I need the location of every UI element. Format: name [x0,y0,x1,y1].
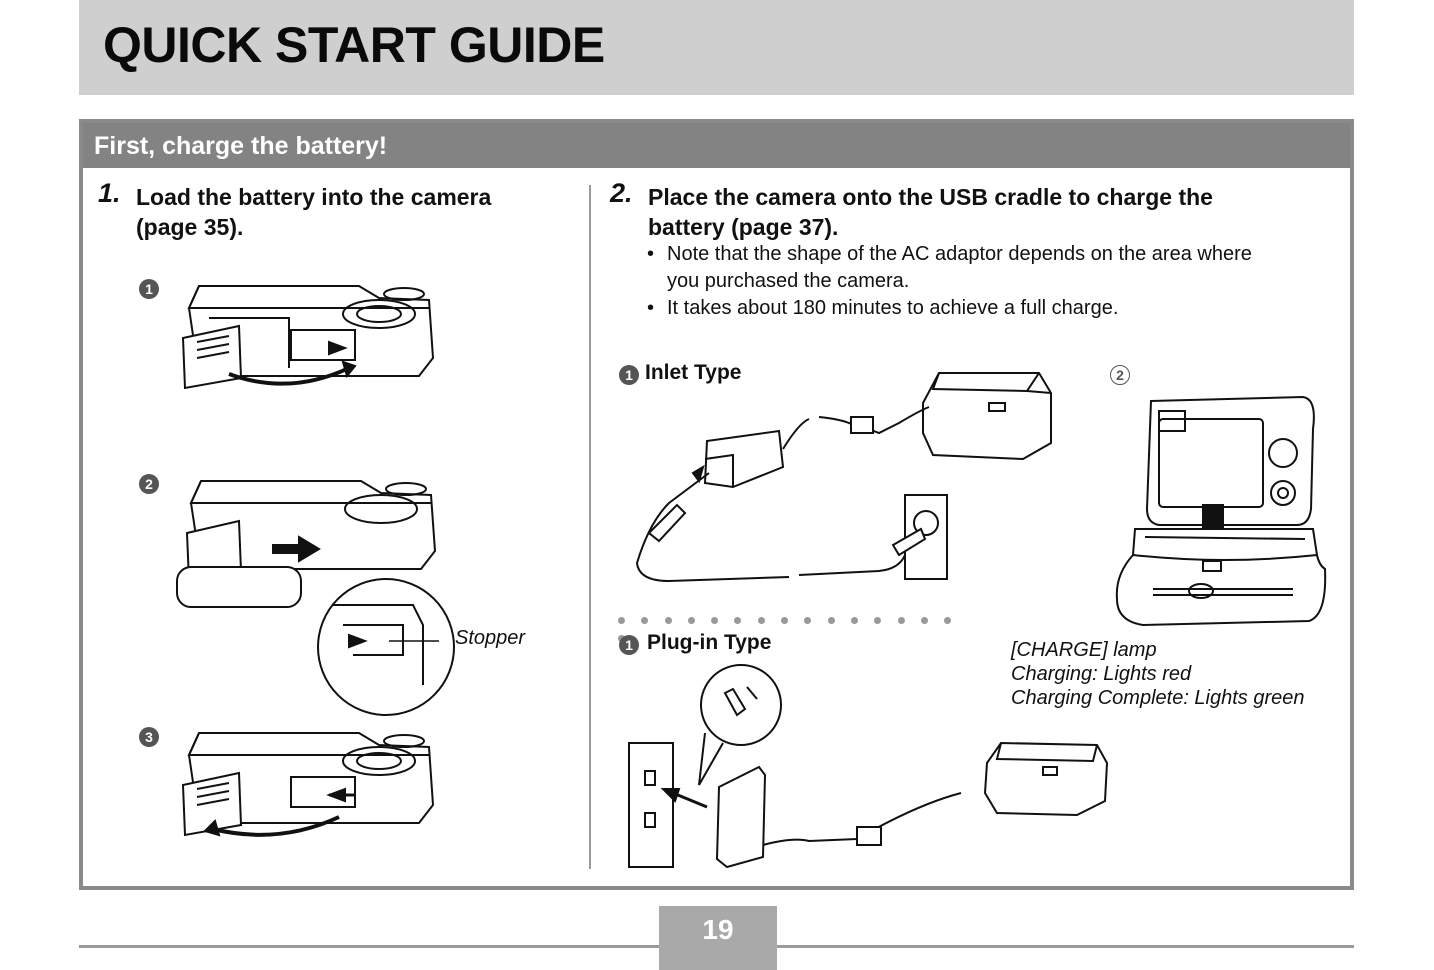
note-line-1: Note that the shape of the AC adaptor de… [667,243,1252,265]
note-continuation: you purchased the camera. [643,268,1343,295]
camera-insert-battery-illustration [176,480,455,716]
bullet-mark: • [647,297,655,319]
marker-step1-a: 1 [139,279,159,299]
step-2-line-2: battery (page 37). [648,214,839,240]
charge-lamp-line-3: Charging Complete: Lights green [1011,687,1305,709]
note-item: • It takes about 180 minutes to achieve … [643,295,1343,322]
note-item: • Note that the shape of the AC adaptor … [643,241,1343,268]
marker-step1-c: 3 [139,727,159,747]
stopper-label: Stopper [455,627,526,649]
inlet-type-label: Inlet Type [645,361,742,384]
section-header: First, charge the battery! [83,123,1350,168]
plugin-adaptor-illustration [628,664,1109,869]
step-1-line-2: (page 35). [136,214,244,240]
page-header: QUICK START GUIDE [79,0,1354,95]
step-1-heading: 1. Load the battery into the camera (pag… [98,178,578,252]
step-1-line-1: Load the battery into the camera [136,184,492,210]
marker-plugin: 1 [619,635,639,655]
bullet-mark: • [647,243,655,265]
marker-cradle: 2 [1110,365,1130,385]
inlet-adaptor-illustration [635,372,1052,583]
camera-cradle-illustration [1115,395,1327,627]
marker-step1-b: 2 [139,474,159,494]
camera-open-door-illustration [181,285,435,390]
charge-lamp-caption: [CHARGE] lamp Charging: Lights red Charg… [1011,638,1305,710]
step-1-number: 1. [98,178,121,208]
plugin-type-label: Plug-in Type [647,631,772,654]
marker-inlet: 1 [619,365,639,385]
dotted-separator [618,611,978,642]
charge-lamp-line-2: Charging: Lights red [1011,663,1192,685]
content-panel: First, charge the battery! 1. Load the b… [79,119,1354,890]
note-line-3: It takes about 180 minutes to achieve a … [667,297,1119,319]
step-2-line-1: Place the camera onto the USB cradle to … [648,184,1213,210]
note-line-2: you purchased the camera. [667,270,910,292]
page-title: QUICK START GUIDE [103,17,605,73]
charge-lamp-line-1: [CHARGE] lamp [1011,639,1157,661]
step-2-number: 2. [610,178,633,208]
column-divider [589,185,591,869]
page-number: 19 [659,906,777,970]
camera-close-door-illustration [181,732,435,837]
step-2-notes: • Note that the shape of the AC adaptor … [643,241,1343,322]
step-2-heading: 2. Place the camera onto the USB cradle … [610,178,1330,252]
section-title: First, charge the battery! [94,132,388,160]
